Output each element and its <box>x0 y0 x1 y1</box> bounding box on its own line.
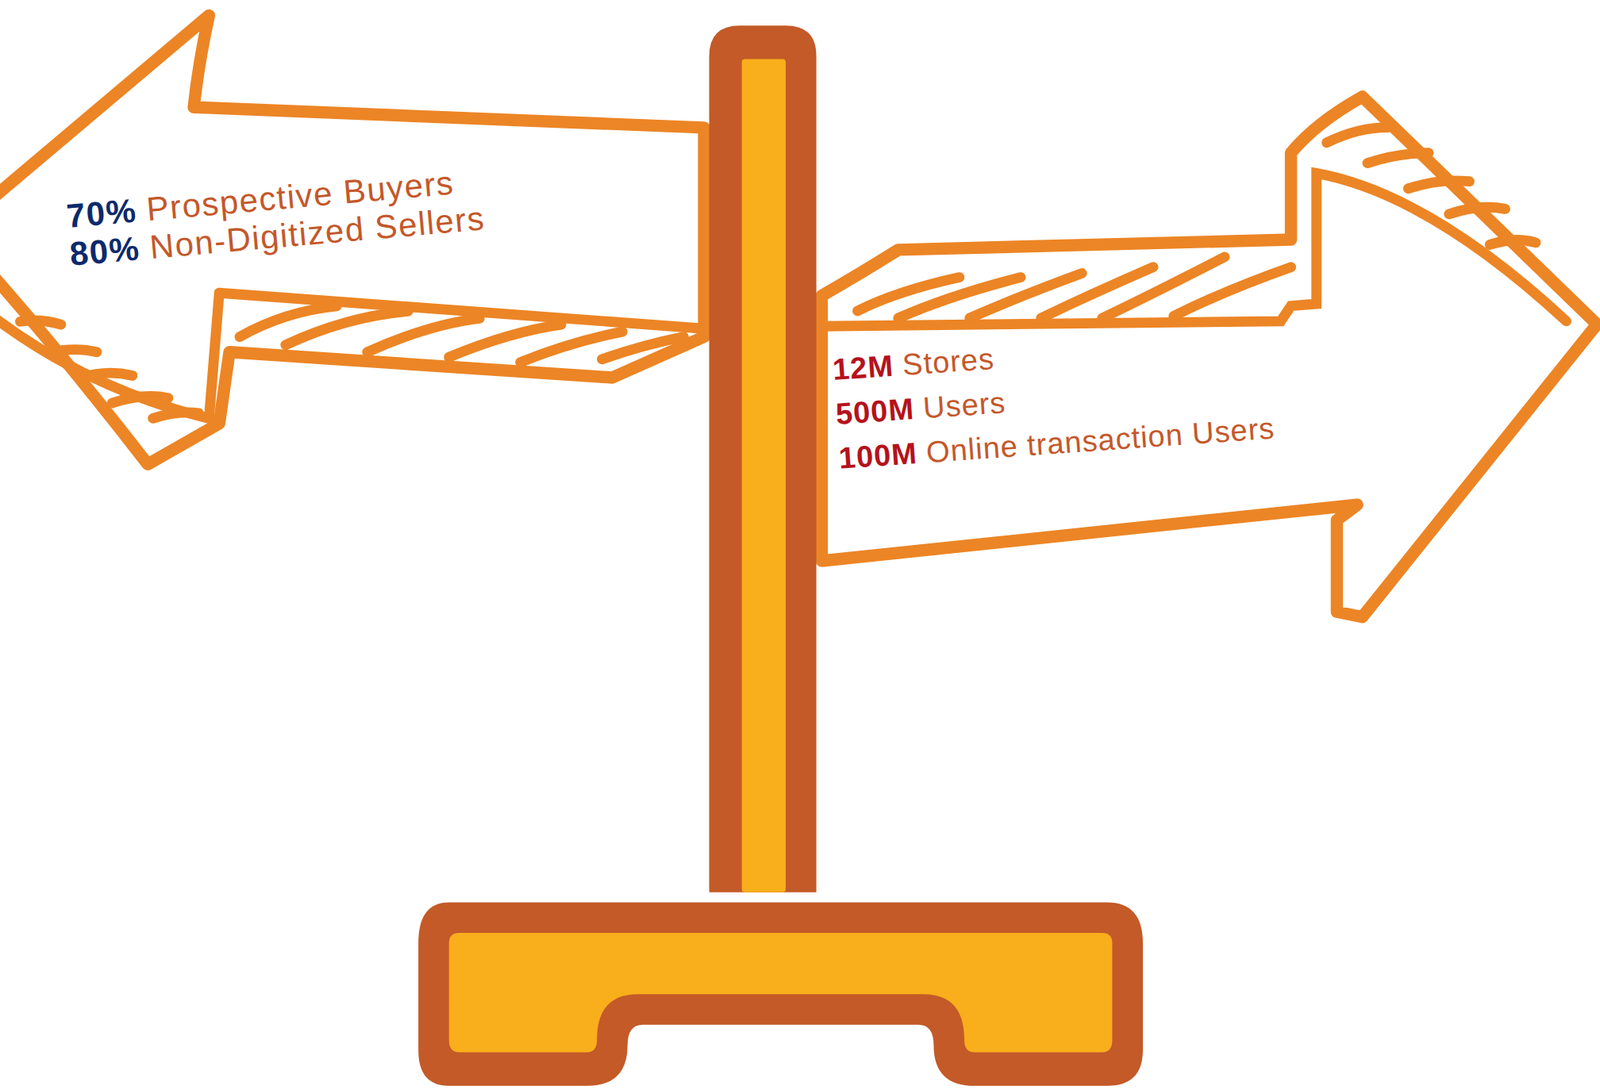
arrow-hatch <box>19 320 61 325</box>
arrow-shape <box>821 96 1597 618</box>
stat-gap <box>137 220 148 222</box>
arrow-hatch <box>50 350 97 353</box>
arrow-hatch <box>1041 267 1154 319</box>
arrow-hatch <box>111 396 169 404</box>
arrow-hatch <box>1449 207 1506 215</box>
arrow-hatch <box>821 173 1566 327</box>
base-outline <box>418 903 1143 1087</box>
stat-number: 500M <box>834 392 916 431</box>
stat-number: 12M <box>831 349 896 387</box>
stat-gap <box>894 375 904 377</box>
stat-label: Stores <box>901 342 996 382</box>
arrow-hatch <box>1326 127 1389 143</box>
arrow-hatch <box>1489 240 1536 246</box>
stat-number: 70% <box>65 191 139 235</box>
arrow-hatch <box>0 306 209 419</box>
arrow-hatch <box>602 337 685 360</box>
arrow-hatch <box>153 412 200 419</box>
base-fill <box>449 933 1113 1053</box>
stat-number: 100M <box>837 436 919 476</box>
post-outline <box>709 25 817 893</box>
arrow-hatch <box>857 277 960 312</box>
arrow-sign: 70%Prospective Buyers80%Non-Digitized Se… <box>0 10 715 485</box>
arrow-hatch <box>898 277 1021 319</box>
arrow-hatch <box>1102 257 1225 319</box>
arrow-shape <box>0 15 704 465</box>
stat-gap <box>141 258 152 260</box>
arrow-hatch <box>81 373 133 378</box>
post-fill <box>742 59 786 893</box>
arrow-hatch <box>208 292 220 419</box>
stat-gap <box>918 462 927 464</box>
stat-number: 80% <box>68 229 142 274</box>
arrow-hatch <box>1367 153 1429 164</box>
arrow-sign: 12MStores500MUsers100MOnline transaction… <box>816 89 1600 626</box>
stat-gap <box>915 418 924 420</box>
arrow-hatch <box>1173 267 1292 317</box>
arrow-hatch <box>1407 180 1470 189</box>
stat-label: Users <box>922 385 1008 425</box>
